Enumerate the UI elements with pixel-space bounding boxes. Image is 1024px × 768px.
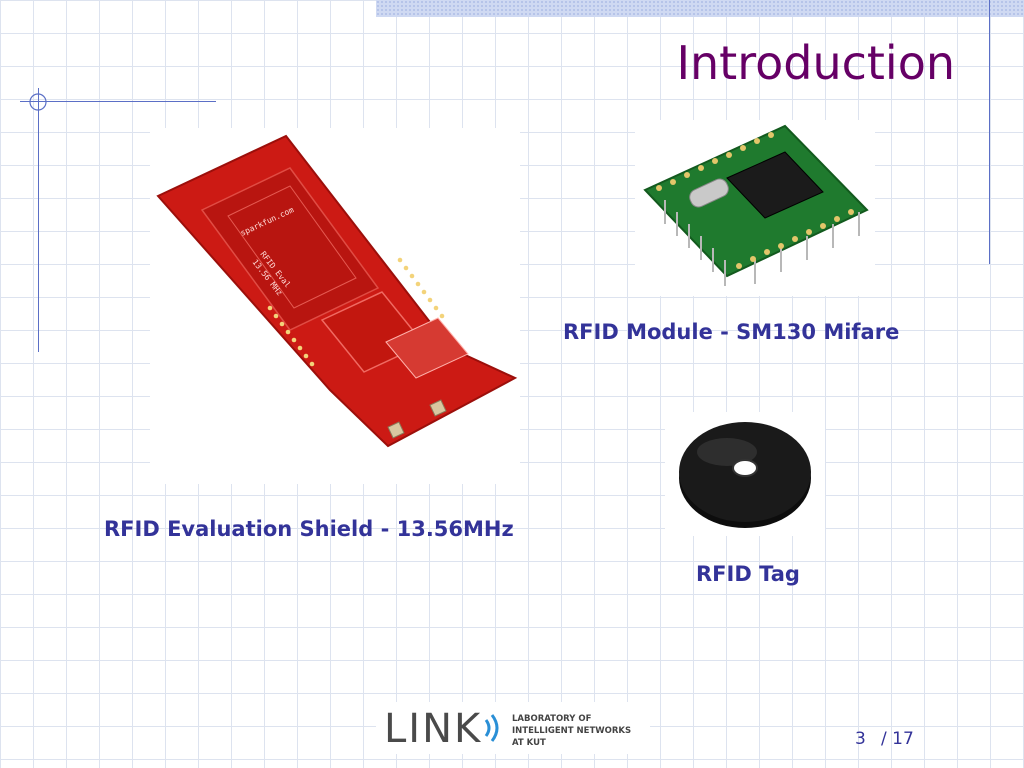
tag-highlight	[697, 438, 757, 466]
tag-hole	[732, 459, 758, 477]
logo-line-2: INTELLIGENT NETWORKS	[512, 726, 632, 736]
module-caption: RFID Module - SM130 Mifare	[563, 320, 900, 344]
rfid-module-photo	[635, 120, 875, 296]
shield-antenna-inner	[227, 185, 357, 309]
frame-line-left	[38, 88, 39, 352]
shield-proto-grid	[385, 317, 469, 379]
wireless-waves-icon	[484, 714, 499, 742]
top-dotted-band	[376, 0, 1024, 17]
module-crystal	[689, 178, 729, 208]
slide-title: Introduction	[676, 36, 955, 90]
logo-line-1: LABORATORY OF	[512, 714, 592, 724]
shield-header-pins	[267, 257, 445, 367]
frame-line-right	[989, 0, 990, 264]
rfid-shield-photo: sparkfun.com RFID Eval 13.56 MHz	[150, 128, 520, 484]
shield-button-1	[387, 421, 405, 439]
frame-circle-ornament	[29, 93, 47, 111]
shield-caption: RFID Evaluation Shield - 13.56MHz	[104, 517, 514, 541]
logo-word: LINK	[384, 706, 483, 752]
page-current: 3	[855, 729, 866, 749]
link-lab-logo: LINK LABORATORY OF INTELLIGENT NETWORKS …	[376, 702, 650, 754]
module-pins	[664, 200, 860, 286]
module-pads	[656, 132, 854, 269]
page-total: / 17	[881, 729, 914, 749]
logo-line-3: AT KUT	[512, 738, 546, 748]
rfid-tag-photo	[665, 412, 825, 536]
frame-line-top	[20, 101, 216, 102]
shield-button-2	[429, 399, 447, 417]
module-ic-chip	[726, 151, 824, 219]
shield-antenna-area	[200, 167, 380, 331]
tag-caption: RFID Tag	[696, 562, 800, 586]
